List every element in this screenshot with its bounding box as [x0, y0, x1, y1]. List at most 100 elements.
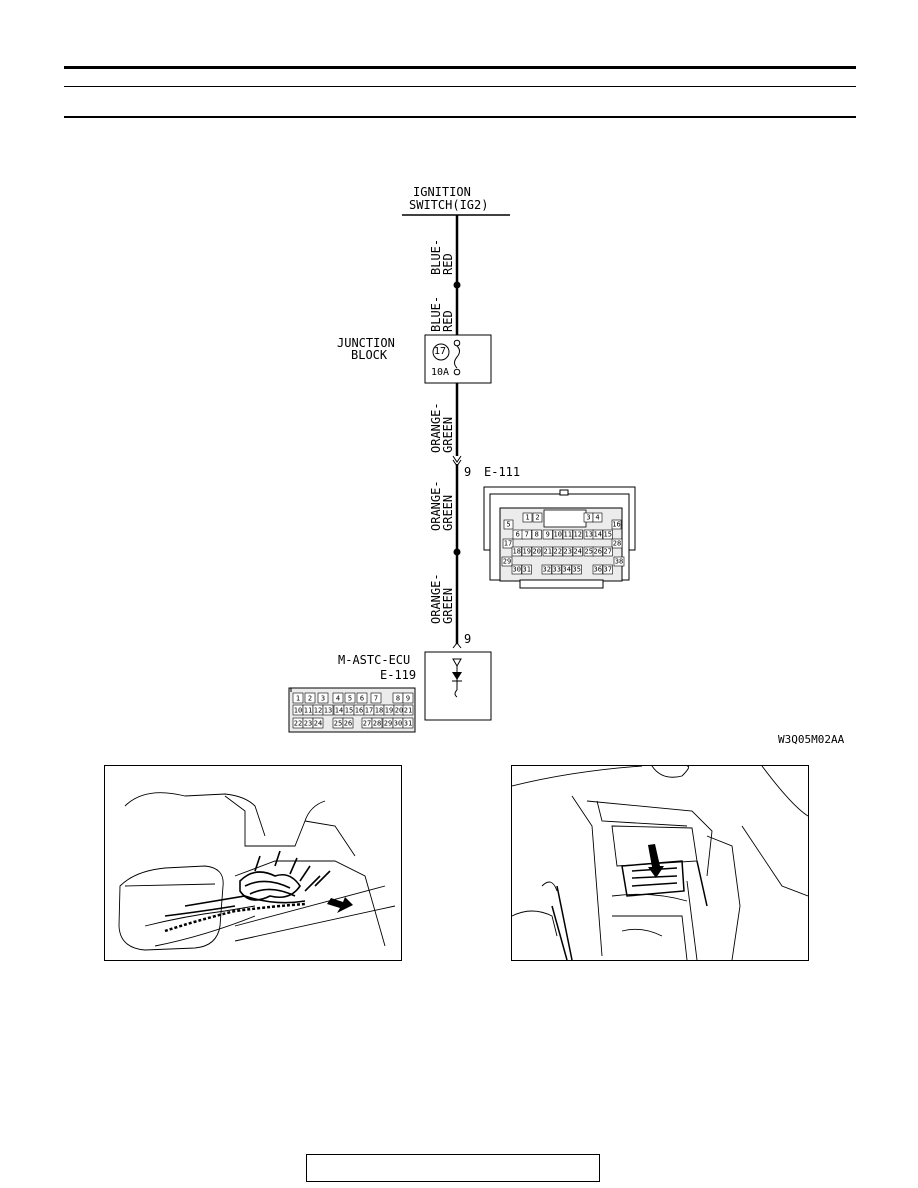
power-source-label-line1: IGNITION — [413, 185, 471, 199]
e119-pin-19-label: 19 — [385, 707, 393, 715]
e111-pin-18-label: 18 — [513, 548, 521, 556]
e111-pin-20-cell — [531, 546, 542, 557]
e111-pin-23-label: 23 — [564, 548, 572, 556]
e111-pin-8-cell — [531, 529, 542, 540]
e111-pin-2-cell — [532, 512, 543, 523]
e111-pin-16-label: 16 — [612, 521, 620, 529]
e119-pin-28-label: 28 — [373, 720, 381, 728]
e111-pin-17-cell — [502, 538, 514, 549]
e111-pin-16-cell — [611, 519, 622, 530]
e119-pin-8-label: 8 — [396, 695, 400, 703]
power-source-label-line2: SWITCH(IG2) — [409, 198, 489, 212]
e111-pin-10-label: 10 — [554, 531, 562, 539]
e119-pin-9-cell — [402, 692, 414, 704]
e111-pin-11-cell — [562, 529, 573, 540]
e119-pin-7-cell — [370, 692, 382, 704]
ecu-input-icon — [452, 658, 462, 668]
e111-pin-36-label: 36 — [594, 566, 602, 574]
e119-pin-2-label: 2 — [308, 695, 312, 703]
e111-pin-32-cell — [541, 564, 552, 575]
e111-pin-19-cell — [521, 546, 532, 557]
e111-pin-8-label: 8 — [535, 531, 539, 539]
e111-pin-33-cell — [551, 564, 562, 575]
e119-pin-29-label: 29 — [384, 720, 392, 728]
e111-pin-4-cell — [592, 512, 603, 523]
e111-pin-29-label: 29 — [503, 558, 511, 566]
e111-pin-2-label: 2 — [535, 514, 539, 522]
e119-pin-31-label: 31 — [404, 720, 412, 728]
e111-pin-31-label: 31 — [523, 566, 531, 574]
e111-pin-14-cell — [592, 529, 603, 540]
e119-pin-21-label: 21 — [404, 707, 412, 715]
e119-pin-26-cell — [342, 717, 354, 729]
e119-pin-17-label: 17 — [365, 707, 373, 715]
e119-pin-26-label: 26 — [344, 720, 352, 728]
e111-pin-34-cell — [561, 564, 572, 575]
e111-pin-21-cell — [542, 546, 553, 557]
e111-pin-17-label: 17 — [504, 540, 512, 548]
e111-pin-37-label: 37 — [604, 566, 612, 574]
e111-pin-27-cell — [602, 546, 613, 557]
e111-pin-20-label: 20 — [533, 548, 541, 556]
e119-pin-15-label: 15 — [345, 707, 353, 715]
e119-pin-30-label: 30 — [394, 720, 402, 728]
e111-pin-19-label: 19 — [523, 548, 531, 556]
e111-pin-9-label: 9 — [546, 531, 550, 539]
e111-pin-24-label: 24 — [574, 548, 582, 556]
e119-pin-13-cell — [322, 704, 334, 716]
e119-pin-13-label: 13 — [324, 707, 332, 715]
e119-pin-6-cell — [356, 692, 368, 704]
junction-block-label-line2: BLOCK — [351, 348, 388, 362]
e119-pin-3-label: 3 — [321, 695, 325, 703]
e111-pin-1-cell — [522, 512, 533, 523]
e119-pin-6-label: 6 — [360, 695, 364, 703]
connector-e111-name: E-111 — [484, 465, 521, 479]
e111-pin-18-cell — [511, 546, 522, 557]
e111-pin-35-label: 35 — [573, 566, 581, 574]
ecu-pin: 9 — [464, 632, 472, 646]
e119-pin-4-cell — [332, 692, 344, 704]
e111-pin-28-label: 28 — [613, 540, 621, 548]
e111-pin-4-label: 4 — [595, 514, 599, 522]
e111-pin-31-cell — [521, 564, 532, 575]
connector-e111-pin: 9 — [464, 465, 472, 479]
connector-symbol-e119 — [452, 642, 462, 649]
fuse-terminal-bottom — [453, 368, 461, 376]
junction-block-label-line1: JUNCTION — [337, 336, 395, 350]
photo-right-console — [511, 765, 809, 961]
e111-pin-5-cell — [503, 519, 514, 530]
e119-pin-31-cell — [402, 717, 414, 729]
e119-pin-21-cell — [402, 704, 414, 716]
e111-pin-38-label: 38 — [615, 558, 623, 566]
e119-pin-20-label: 20 — [395, 707, 403, 715]
e111-pin-3-label: 3 — [586, 514, 590, 522]
e111-pin-33-label: 33 — [553, 566, 561, 574]
e111-pin-23-cell — [562, 546, 573, 557]
e111-pin-21-label: 21 — [544, 548, 552, 556]
footer-page-box — [306, 1154, 600, 1182]
e119-pin-16-label: 16 — [355, 707, 363, 715]
e111-pin-22-label: 22 — [554, 548, 562, 556]
e111-pin-1-label: 1 — [525, 514, 529, 522]
e119-pin-27-label: 27 — [363, 720, 371, 728]
e119-pin-28-cell — [371, 717, 383, 729]
diode-icon — [452, 672, 462, 680]
e111-pin-36-cell — [592, 564, 603, 575]
wire-label-w3-line2: GREEN — [441, 416, 455, 453]
fuse-icon — [454, 345, 460, 369]
e111-pin-38-cell — [613, 556, 625, 567]
header-rule-thin — [64, 86, 856, 87]
e119-pin-18-label: 18 — [375, 707, 383, 715]
ecu-connector-name: E-119 — [380, 668, 417, 682]
e119-pin-9-label: 9 — [406, 695, 410, 703]
splice-point-2 — [453, 548, 461, 556]
e119-pin-5-cell — [344, 692, 356, 704]
e111-pin-25-label: 25 — [585, 548, 593, 556]
e119-pin-2-cell — [304, 692, 316, 704]
e111-pin-12-cell — [572, 529, 583, 540]
e111-pin-29-cell — [501, 556, 513, 567]
e111-pin-15-cell — [602, 529, 613, 540]
